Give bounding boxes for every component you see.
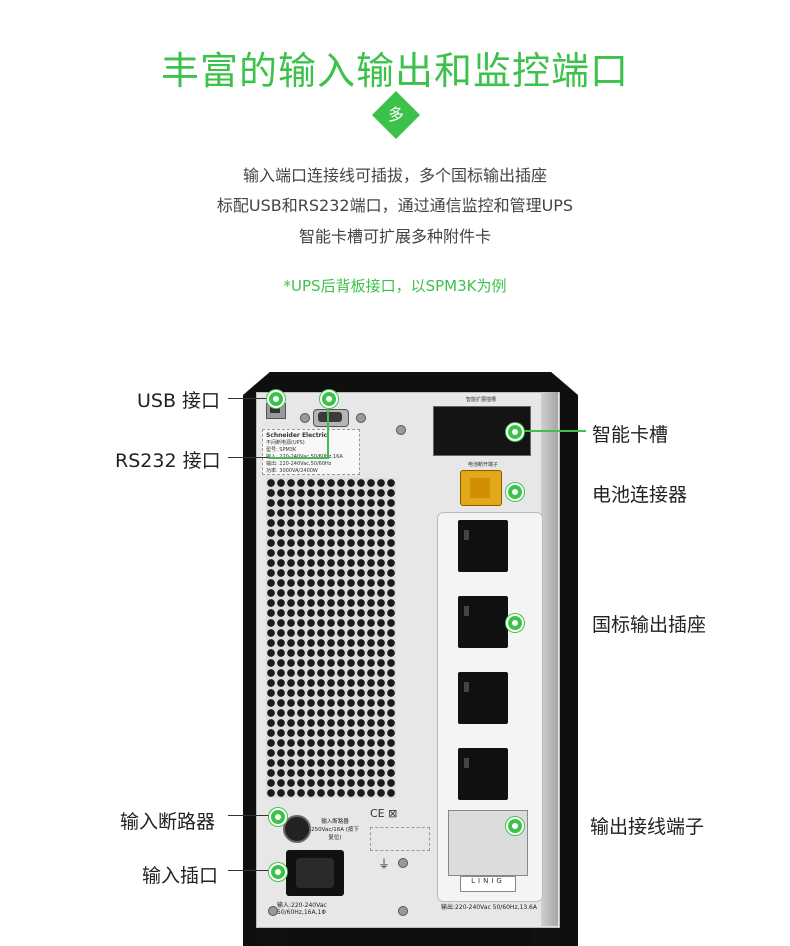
marker-dot-usb bbox=[267, 390, 285, 408]
rs232-port-inner bbox=[318, 412, 342, 422]
panel-edge bbox=[541, 392, 558, 926]
callout-battery: 电池连接器 bbox=[592, 484, 688, 506]
callout-smart-slot: 智能卡槽 bbox=[592, 424, 669, 446]
ups-foot-right bbox=[532, 926, 558, 946]
sticker-line: 输出: 220-240Vac,50/60Hz bbox=[266, 461, 332, 467]
sticker-line: 型号: SPM3K bbox=[266, 447, 297, 453]
footnote: *UPS后背板接口，以SPM3K为例 bbox=[283, 277, 507, 295]
leader-line-breaker bbox=[228, 815, 276, 816]
screw bbox=[356, 413, 366, 423]
callout-usb: USB 接口 bbox=[137, 390, 221, 412]
screw bbox=[268, 906, 278, 916]
callout-terminal: 输出接线端子 bbox=[590, 816, 705, 838]
outlet-socket bbox=[458, 596, 508, 648]
green-line-slot bbox=[520, 430, 586, 432]
marker-dot-rs232 bbox=[320, 390, 338, 408]
brand-text: Schneider Electric bbox=[266, 432, 328, 439]
callout-outlets: 国标输出插座 bbox=[592, 614, 707, 636]
outlet-socket bbox=[458, 520, 508, 572]
page-title: 丰富的输入输出和监控端口 bbox=[160, 49, 629, 93]
screw bbox=[398, 906, 408, 916]
vent-grille bbox=[266, 478, 396, 798]
outlet-socket bbox=[458, 672, 508, 724]
green-line-rs232 bbox=[327, 398, 329, 458]
ground-icon: ⏚ bbox=[378, 857, 391, 871]
leader-line-rs232 bbox=[228, 457, 268, 458]
marker-dot-slot bbox=[506, 423, 524, 441]
dashed-label-box bbox=[370, 827, 430, 851]
rating-sticker: Schneider Electric 不间断电源(UPS) 型号: SPM3K … bbox=[262, 429, 360, 475]
socket-pin bbox=[464, 530, 469, 540]
input-spec: 输入:220-240Vac 50/60Hz,16A,1Φ bbox=[277, 902, 327, 916]
desc-line-2: 标配USB和RS232端口，通过通信监控和管理UPS bbox=[216, 196, 574, 215]
outlet-socket bbox=[458, 748, 508, 800]
marker-dot-battery bbox=[506, 483, 524, 501]
callout-inlet: 输入插口 bbox=[142, 865, 219, 887]
desc-line-3: 智能卡槽可扩展多种附件卡 bbox=[298, 227, 491, 246]
card-slot-label: 智能扩展插槽 bbox=[465, 397, 496, 403]
badge-text: 多 bbox=[387, 105, 404, 124]
output-spec: 输出:220-240Vac 50/60Hz,13.6A bbox=[441, 904, 537, 911]
green-line-rs232-h bbox=[268, 457, 329, 459]
marker-dot-inlet bbox=[269, 863, 287, 881]
battery-label: 电池断开端子 bbox=[467, 462, 498, 468]
battery-connector-inner bbox=[470, 478, 490, 498]
socket-pin bbox=[464, 682, 469, 692]
callout-breaker: 输入断路器 bbox=[120, 811, 216, 833]
sticker-line: 功率: 3000VA/2400W bbox=[266, 468, 318, 474]
socket-pin bbox=[464, 606, 469, 616]
input-breaker bbox=[283, 815, 311, 843]
marker-dot-outlets bbox=[506, 614, 524, 632]
terminal-brand: LINIG bbox=[460, 876, 516, 892]
screw bbox=[398, 858, 408, 868]
usb-port-inner bbox=[270, 406, 280, 413]
cert-marks: CE ⊠ bbox=[370, 807, 398, 820]
ups-foot-left bbox=[262, 926, 288, 946]
screw bbox=[300, 413, 310, 423]
screw bbox=[396, 425, 406, 435]
callout-rs232: RS232 接口 bbox=[115, 450, 221, 472]
input-inlet-inner bbox=[296, 858, 334, 888]
marker-dot-terminal bbox=[506, 817, 524, 835]
leader-line-usb bbox=[228, 398, 274, 399]
socket-pin bbox=[464, 758, 469, 768]
sticker-title: 不间断电源(UPS) bbox=[266, 440, 305, 446]
breaker-label: 输入断路器 250Vac/16A (按下复位) bbox=[311, 819, 359, 841]
desc-line-1: 输入端口连接线可插拔，多个国标输出插座 bbox=[242, 166, 547, 185]
leader-line-inlet bbox=[228, 870, 276, 871]
marker-dot-breaker bbox=[269, 808, 287, 826]
